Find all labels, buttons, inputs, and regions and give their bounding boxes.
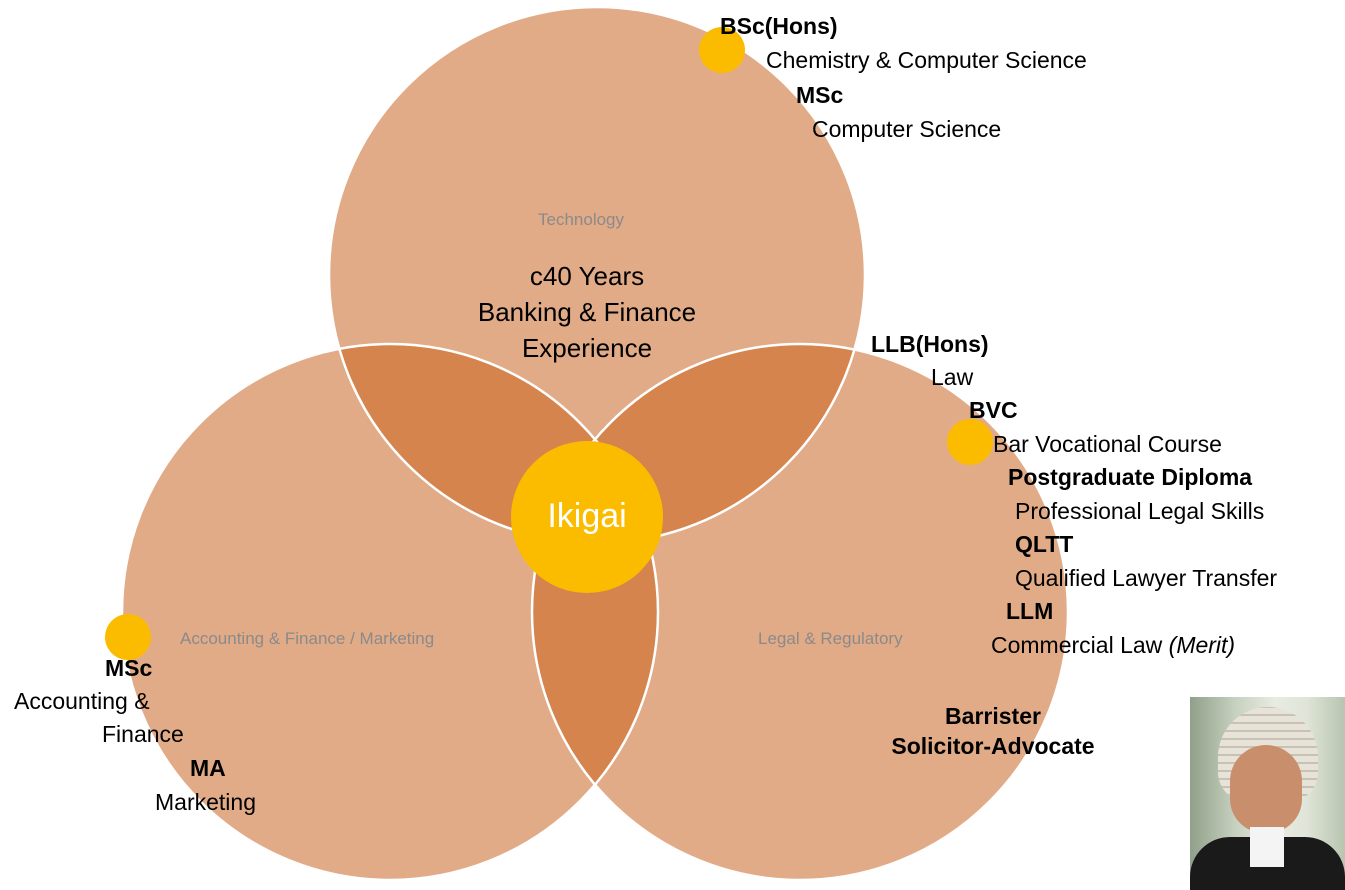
dot-finance: [105, 614, 151, 660]
qual-bvc-degree: BVC: [969, 397, 1018, 423]
label-technology: Technology: [538, 210, 625, 229]
qual-llm-note: (Merit): [1168, 632, 1236, 658]
role-solicitor-advocate: Solicitor-Advocate: [891, 733, 1095, 759]
circle-accounting-outline: [120, 342, 660, 882]
roles-text: Barrister Solicitor-Advocate: [858, 701, 1128, 761]
qual-pgdip-degree: Postgraduate Diploma: [1008, 464, 1253, 490]
qual-ma-degree: MA: [190, 755, 226, 781]
qual-llm-degree: LLM: [1006, 598, 1054, 624]
dot-technology: [699, 27, 745, 73]
collar-shape: [1250, 827, 1284, 867]
qual-pgdip-subject: Professional Legal Skills: [1015, 498, 1265, 524]
qual-ma-subject: Marketing: [155, 789, 256, 815]
qual-llm-subject: Commercial Law: [991, 632, 1163, 658]
role-barrister: Barrister: [945, 703, 1041, 729]
qual-msc-finance-degree: MSc: [105, 655, 153, 681]
face-shape: [1230, 745, 1302, 833]
qual-llm-line: Commercial Law (Merit): [991, 631, 1235, 659]
experience-line-1: c40 Years: [529, 261, 645, 291]
qual-llb-degree: LLB(Hons): [871, 331, 989, 357]
center-circle-ikigai: [511, 441, 663, 593]
experience-text: c40 Years Banking & Finance Experience: [437, 258, 737, 366]
qual-msc-subject: Computer Science: [812, 116, 1002, 142]
qual-bsc-degree: BSc(Hons): [720, 13, 838, 39]
overlap-top-right: [532, 344, 865, 543]
qual-qltt-subject: Qualified Lawyer Transfer: [1015, 565, 1278, 591]
dot-legal: [947, 419, 993, 465]
barrister-portrait-icon: [1190, 697, 1345, 890]
experience-line-2: Banking & Finance: [477, 297, 697, 327]
qual-bsc-subject: Chemistry & Computer Science: [766, 47, 1087, 73]
qual-llb-subject: Law: [931, 364, 974, 390]
experience-line-3: Experience: [521, 333, 653, 363]
qual-qltt-degree: QLTT: [1015, 531, 1074, 557]
qual-msc-degree: MSc: [796, 82, 844, 108]
center-label: Ikigai: [547, 497, 627, 535]
qual-msc-finance-subject-1: Accounting &: [14, 688, 150, 714]
label-accounting-finance: Accounting & Finance / Marketing: [180, 629, 435, 648]
label-legal-regulatory: Legal & Regulatory: [758, 629, 903, 648]
qual-bvc-subject: Bar Vocational Course: [993, 431, 1222, 457]
circle-legal-outline: [530, 342, 1070, 882]
qual-msc-finance-subject-2: Finance: [102, 721, 184, 747]
